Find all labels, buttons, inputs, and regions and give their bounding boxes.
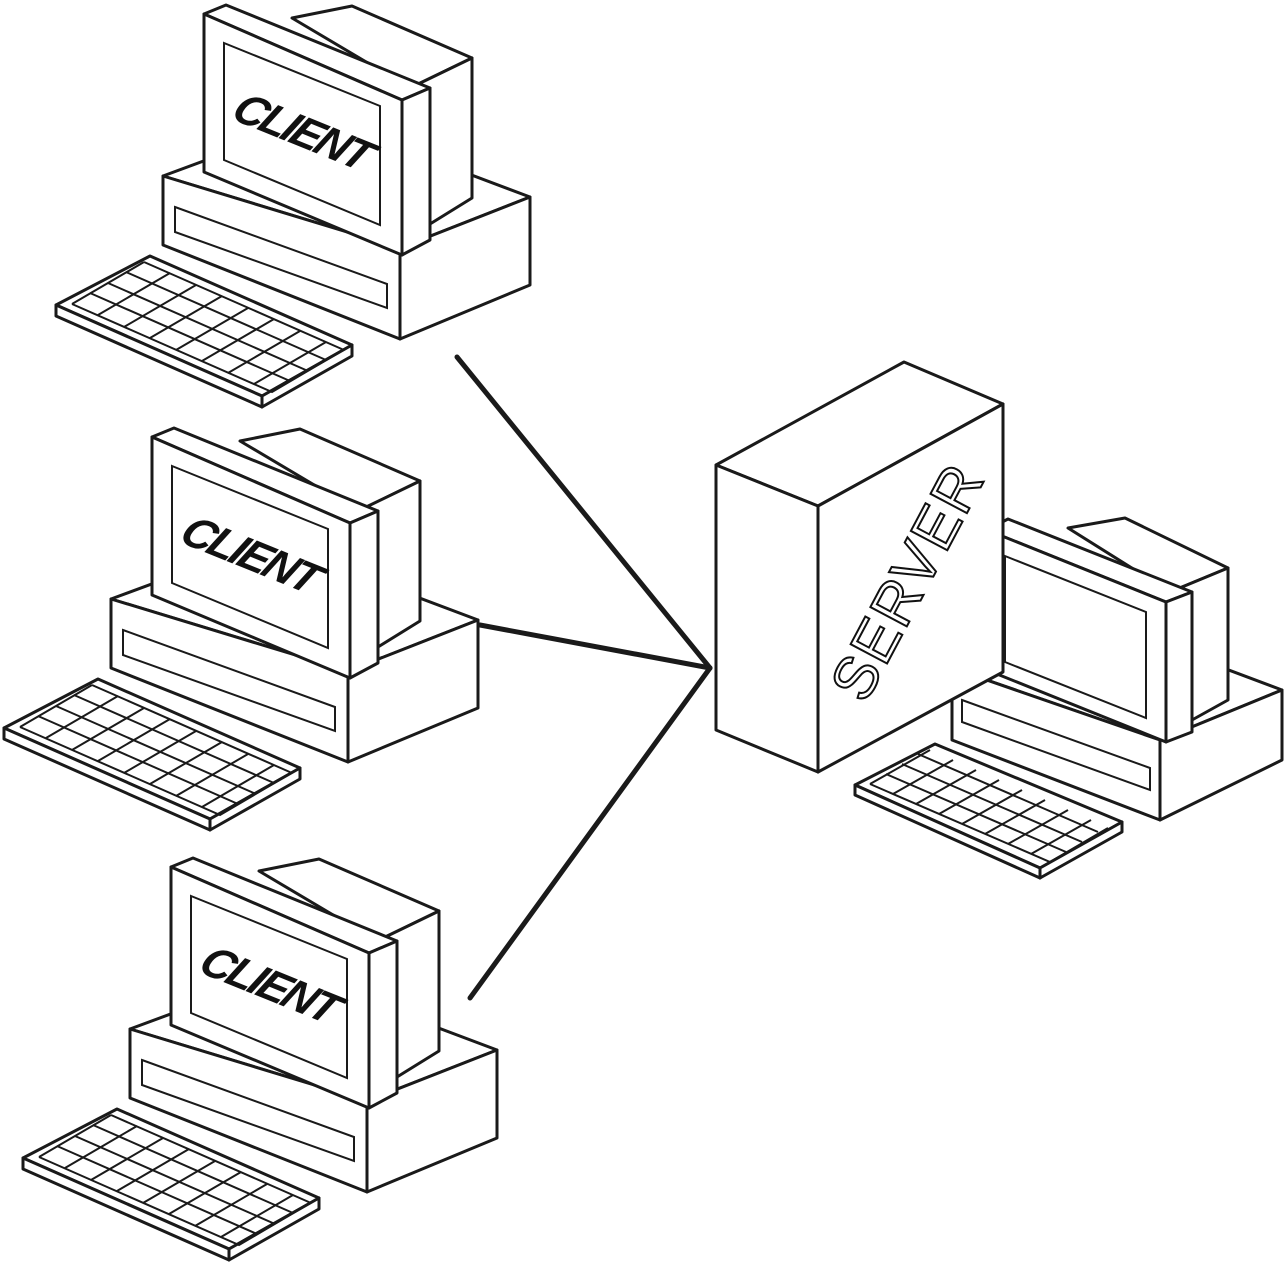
client-keyboard-keys [71, 261, 345, 394]
server-tower-front [714, 463, 820, 774]
connection-line-client-2 [477, 622, 713, 671]
server-keyboard-keys [869, 749, 1109, 864]
connection-line-client-3 [467, 665, 713, 1001]
client-monitor: CLIENT [150, 426, 422, 680]
server-tower: SERVER [714, 360, 1005, 774]
client-computer-3: CLIENT [21, 856, 499, 1262]
client-keyboard [54, 254, 354, 409]
server-keyboard [853, 742, 1124, 880]
client-keyboard-keys [38, 1114, 312, 1247]
connections [454, 354, 713, 1001]
client-monitor: CLIENT [169, 856, 441, 1110]
server-workstation [853, 516, 1284, 880]
connection-line-client-1 [454, 354, 713, 671]
client-keyboard-keys [19, 684, 293, 817]
client-computer-2: CLIENT [2, 426, 480, 832]
client-keyboard [2, 677, 302, 832]
client-monitor: CLIENT [202, 3, 474, 257]
server-monitor [985, 516, 1230, 744]
client-computer-1: CLIENT [54, 3, 532, 409]
client-keyboard [21, 1107, 321, 1262]
server-tower-side [816, 402, 1005, 774]
